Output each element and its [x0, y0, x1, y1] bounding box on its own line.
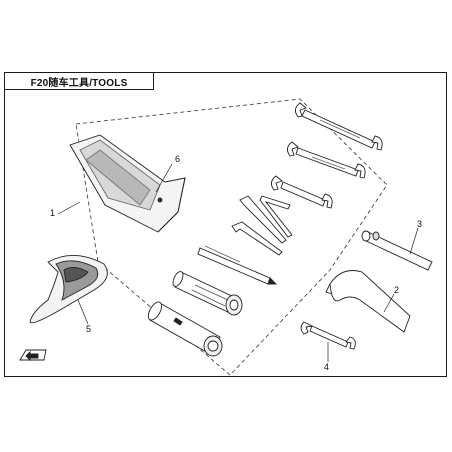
callout-1: 1 — [50, 208, 55, 218]
open-end-wrench-large — [295, 102, 383, 151]
front-arrow-icon — [19, 349, 47, 362]
diagram-title: F20随车工具/TOOLS — [4, 72, 154, 90]
leader-line-6 — [155, 163, 173, 193]
callout-3: 3 — [417, 219, 422, 229]
hex-key-large — [259, 195, 293, 238]
hook-wrench — [325, 270, 411, 333]
leader-line-5 — [77, 299, 89, 325]
leader-line-1 — [57, 201, 81, 215]
open-end-wrench-medium — [287, 141, 366, 179]
box-spanner — [147, 301, 223, 357]
hex-key-small — [231, 221, 283, 256]
hex-key-medium — [239, 195, 287, 244]
leader-line-2 — [383, 293, 395, 313]
socket-wrench-handle — [172, 271, 243, 316]
pin-spanner — [361, 230, 433, 271]
tool-bag — [69, 134, 186, 233]
diagram-frame — [4, 72, 447, 377]
double-open-end-wrench — [300, 321, 356, 350]
leader-line-3 — [409, 227, 419, 255]
screwdriver — [197, 245, 278, 285]
callout-4: 4 — [324, 362, 329, 372]
open-end-wrench-small — [271, 175, 333, 209]
tool-kit-group-outline — [75, 98, 388, 376]
callout-5: 5 — [86, 324, 91, 334]
funnel-tool — [29, 255, 108, 324]
callout-2: 2 — [394, 285, 399, 295]
callout-6: 6 — [175, 154, 180, 164]
